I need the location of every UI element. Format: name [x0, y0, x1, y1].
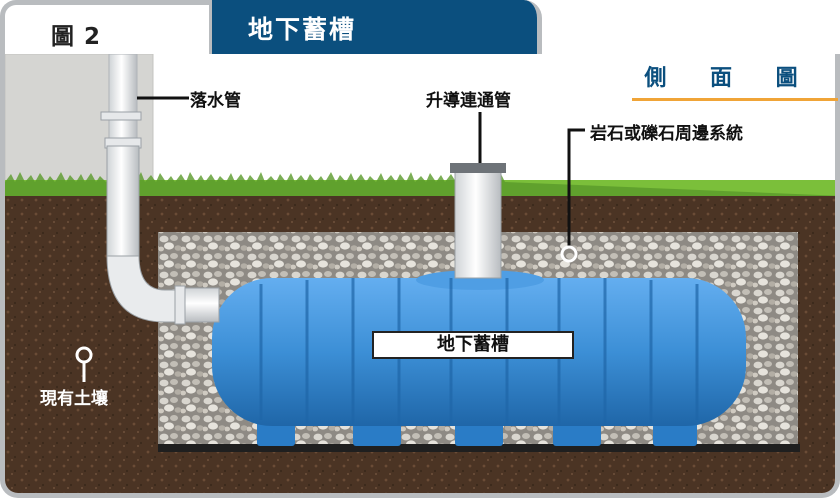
base-slab — [158, 444, 800, 452]
figure-tab: 圖 2 — [0, 0, 214, 58]
downspout-upper — [108, 54, 138, 141]
riser-pipe — [454, 165, 502, 279]
gravel-system-label: 岩石或礫石周邊系統 — [590, 124, 743, 144]
view-underline — [632, 98, 838, 101]
diagram-title: 地下蓄槽 — [248, 15, 357, 44]
gravel-marker — [560, 245, 578, 263]
riser-label: 升導連通管 — [426, 91, 511, 111]
view-label: 側 面 圖 — [644, 66, 816, 91]
tank-label: 地下蓄槽 — [372, 331, 574, 359]
title-bar: 地下蓄槽 — [212, 0, 542, 58]
figure-label: 圖 2 — [51, 24, 102, 50]
riser-cap — [450, 163, 506, 173]
gravel-leader — [567, 128, 585, 248]
existing-soil-label: 現有土壤 — [40, 389, 108, 409]
scene-illustration — [5, 54, 835, 493]
scene — [0, 54, 840, 498]
downspout-lower — [106, 145, 140, 259]
downspout-label: 落水管 — [190, 91, 241, 111]
